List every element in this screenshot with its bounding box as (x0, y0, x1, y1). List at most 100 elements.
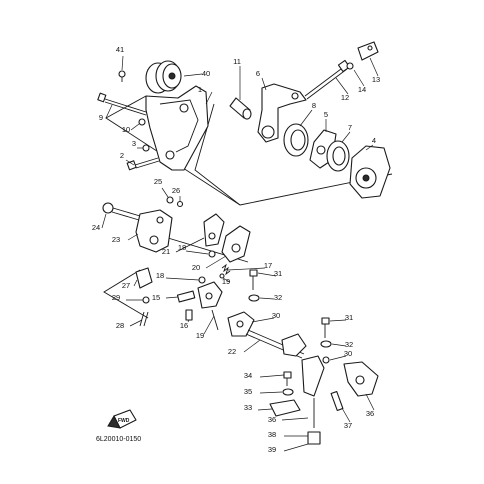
callout-leader-12 (335, 77, 349, 95)
part-12-rod (304, 59, 351, 100)
part-39-nut (307, 431, 321, 445)
part-24-bolt (102, 202, 141, 221)
callout-label-13: 13 (372, 75, 380, 84)
part-41-screw (118, 70, 126, 82)
callout-leader-13 (369, 57, 379, 77)
callout-leader-37 (341, 407, 351, 423)
part-21-lever (203, 213, 225, 247)
callout-leader-2 (125, 159, 135, 166)
callout-leader-18 (185, 250, 209, 255)
part-32-upper-washer (248, 294, 260, 302)
callout-leader-21 (175, 237, 205, 253)
callout-label-29: 29 (112, 293, 120, 302)
callout-label-37: 37 (344, 421, 352, 430)
callout-label-32: 32 (274, 293, 282, 302)
callout-leader-23 (127, 233, 139, 241)
callout-leader-20 (205, 255, 227, 269)
part-22-shaft (245, 329, 307, 359)
part-4-housing (349, 145, 391, 199)
callout-label-40: 40 (202, 69, 210, 78)
part-9-bolt (97, 92, 147, 116)
part-28-pin (139, 311, 149, 327)
part-36-left-link (301, 355, 325, 397)
part-10-washer (138, 118, 146, 126)
callout-leader-31 (257, 272, 277, 277)
callout-leader-39 (283, 443, 309, 452)
callout-leader-33 (257, 408, 273, 411)
part-16-pin (185, 309, 193, 321)
link-block (197, 281, 223, 309)
callout-leader-22 (243, 339, 261, 353)
part-15-sleeve (176, 290, 196, 303)
callout-leaders (101, 55, 379, 452)
callout-leader-14 (353, 69, 365, 87)
part-14-nut (346, 62, 354, 70)
callout-leader-25 (161, 187, 169, 198)
callout-label-6: 6 (256, 69, 260, 78)
callout-label-19: 19 (196, 331, 204, 340)
part-19-lower-rod (211, 309, 219, 331)
part-26-pin (176, 200, 184, 208)
callout-leader-15 (165, 296, 179, 299)
callout-label-38: 38 (268, 430, 276, 439)
callout-label-10: 10 (122, 125, 130, 134)
callout-leader-32 (259, 297, 275, 300)
callout-label-32: 32 (345, 340, 353, 349)
callout-leader-16 (187, 319, 190, 323)
callout-label-22: 22 (228, 347, 236, 356)
callout-leader-9 (105, 104, 113, 119)
callout-leader-10 (130, 123, 140, 131)
callout-label-21: 21 (162, 247, 170, 256)
callout-leader-4 (365, 144, 374, 151)
part-30-upper-bracket (227, 311, 255, 337)
part-40-spool (145, 60, 182, 94)
callout-label-2: 2 (120, 151, 124, 160)
part-18-upper-collar (208, 250, 216, 258)
part-33-plate (269, 399, 301, 417)
callout-label-20: 20 (192, 263, 200, 272)
callout-leader-7 (341, 131, 351, 143)
part-1-bracket (145, 85, 209, 171)
part-17-spring (221, 263, 231, 276)
callout-leader-19 (203, 315, 215, 335)
callout-label-27: 27 (122, 281, 130, 290)
callout-label-34: 34 (244, 371, 252, 380)
callout-label-9: 9 (99, 113, 103, 122)
forward-arrow-icon: FWD (107, 409, 137, 429)
callout-label-30: 30 (272, 311, 280, 320)
callout-label-36: 36 (366, 409, 374, 418)
callout-leader-28 (129, 319, 143, 327)
callout-leader-8 (299, 109, 313, 127)
part-3-washer (142, 144, 150, 152)
part-32-lower-washer (320, 340, 332, 348)
callout-label-17: 17 (264, 261, 272, 270)
callout-leader-36 (365, 393, 375, 411)
part-34-bolt (283, 371, 292, 386)
part-31-lower-bolt (321, 317, 330, 338)
callout-leader-35 (259, 391, 283, 394)
part-11-shaft (229, 97, 252, 120)
callout-leader-31 (329, 319, 347, 322)
part-29-washer (142, 296, 150, 304)
callout-label-35: 35 (244, 387, 252, 396)
callout-label-28: 28 (116, 321, 124, 330)
callout-leader-32 (331, 343, 347, 347)
part-8-ring (283, 123, 309, 157)
callout-label-15: 15 (152, 293, 160, 302)
callout-leader-17 (227, 267, 266, 271)
callout-leader-19 (222, 277, 231, 283)
callout-label-16: 16 (180, 321, 188, 330)
callout-label-14: 14 (358, 85, 366, 94)
callout-label-36: 36 (268, 415, 276, 424)
callout-label-24: 24 (92, 223, 100, 232)
callout-label-5: 5 (324, 110, 328, 119)
callout-label-3: 3 (132, 139, 136, 148)
part-37-pin (330, 390, 344, 412)
callout-leader-41 (121, 55, 124, 71)
callout-label-4: 4 (372, 136, 376, 145)
callout-leader-40 (183, 73, 203, 77)
callout-leader-36 (281, 417, 309, 421)
drawing-code: 6L20010-0150 (96, 436, 141, 443)
